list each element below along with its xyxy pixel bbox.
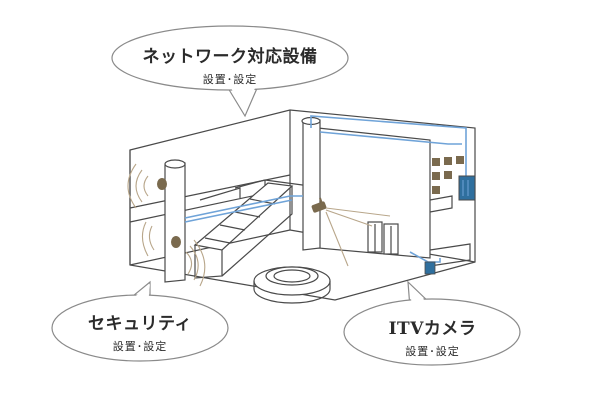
columns	[164, 116, 321, 283]
callout-bubble-itv	[343, 280, 521, 366]
callout-itv: ITVカメラ 設置･設定	[350, 314, 515, 359]
callout-network-title: ネットワーク対応設備	[142, 47, 318, 67]
network-cables	[184, 115, 467, 263]
callout-itv-title: ITVカメラ	[388, 319, 477, 339]
camera-view-lines	[325, 207, 391, 267]
security-sensor-icon	[157, 178, 181, 248]
floor-switch-box	[424, 261, 436, 275]
itv-camera-icon	[311, 197, 327, 213]
callout-network-subtitle: 設置･設定	[202, 73, 258, 86]
callout-itv-subtitle: 設置･設定	[405, 345, 460, 358]
callout-security: セキュリティ 設置･設定	[60, 309, 220, 354]
callout-security-subtitle: 設置･設定	[112, 340, 168, 353]
wall-equipment-grid	[432, 156, 464, 194]
server-rack	[458, 175, 476, 201]
callout-bubble-network	[111, 25, 349, 118]
callout-bubble-security	[51, 280, 229, 362]
sensor-signal-arcs	[127, 163, 206, 287]
callout-security-title: セキュリティ	[88, 314, 192, 334]
callout-network: ネットワーク対応設備 設置･設定	[120, 42, 340, 87]
